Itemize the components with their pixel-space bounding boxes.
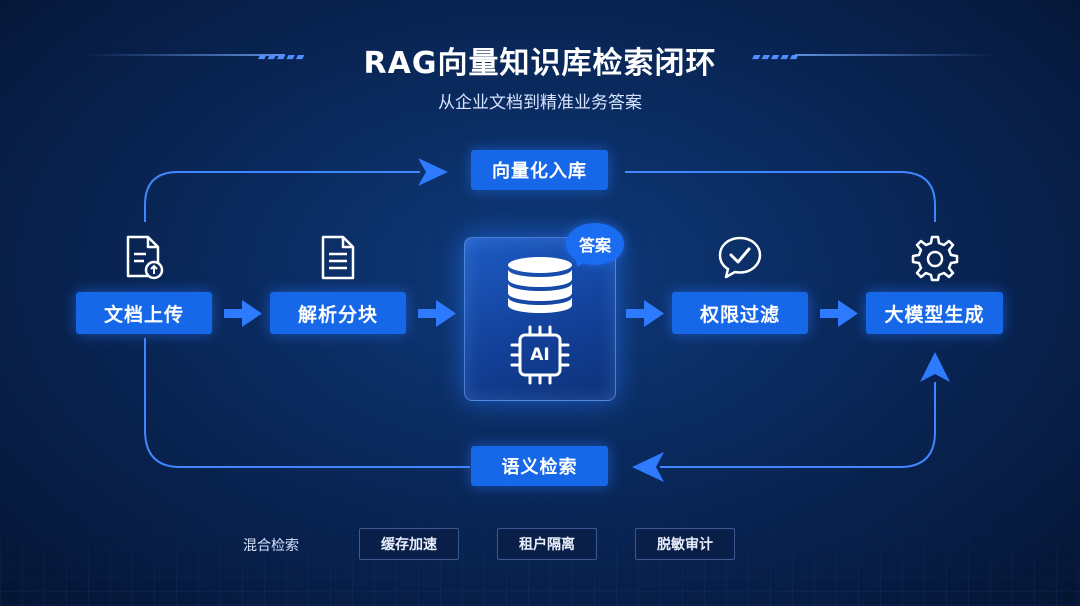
tag-tenant-isolation: 租户隔离 [497, 528, 597, 560]
node-vectorize: 向量化入库 [471, 150, 608, 190]
arrow-center-permission [644, 300, 664, 327]
loop-bottom-right [660, 382, 936, 468]
gear-icon [911, 235, 959, 282]
node-llm-generate: 大模型生成 [866, 292, 1003, 334]
arrow-up-llm [920, 352, 950, 382]
node-permission-filter: 权限过滤 [672, 292, 808, 334]
document-icon [321, 235, 355, 280]
footer-label: 混合检索 [243, 538, 299, 554]
tag-cache-acceleration: 缓存加速 [359, 528, 459, 560]
page-title: RAG向量知识库检索闭环 [363, 46, 717, 81]
arrow-upload-parse [242, 300, 262, 327]
page-subtitle: 从企业文档到精准业务答案 [438, 93, 642, 113]
loop-bottom-left [144, 338, 470, 468]
ai-chip-icon: AI [508, 324, 572, 386]
node-parse-chunk: 解析分块 [270, 292, 406, 334]
title-dashes-right: ▰▰▰▰▰ [752, 50, 800, 63]
node-semantic-search: 语义检索 [471, 446, 608, 486]
arrow-parse-center [436, 300, 456, 327]
loop-top-right [625, 171, 936, 222]
ai-chip-label: AI [530, 345, 550, 365]
loop-top-left [144, 171, 420, 222]
answer-bubble: 答案 [566, 223, 624, 265]
document-upload-icon [126, 235, 164, 280]
arrow-permission-llm [838, 300, 858, 327]
arrow-top [418, 158, 448, 186]
node-document-upload: 文档上传 [76, 292, 212, 334]
chat-check-icon [718, 236, 762, 279]
arrow-bottom [632, 452, 664, 482]
title-decoration-right [795, 54, 995, 56]
database-icon [508, 257, 572, 313]
title-dashes-left: ▰▰▰▰▰ [258, 50, 306, 63]
tag-desensitize-audit: 脱敏审计 [635, 528, 735, 560]
title-decoration-left [85, 54, 285, 56]
knowledge-base-core: AI [464, 237, 616, 401]
